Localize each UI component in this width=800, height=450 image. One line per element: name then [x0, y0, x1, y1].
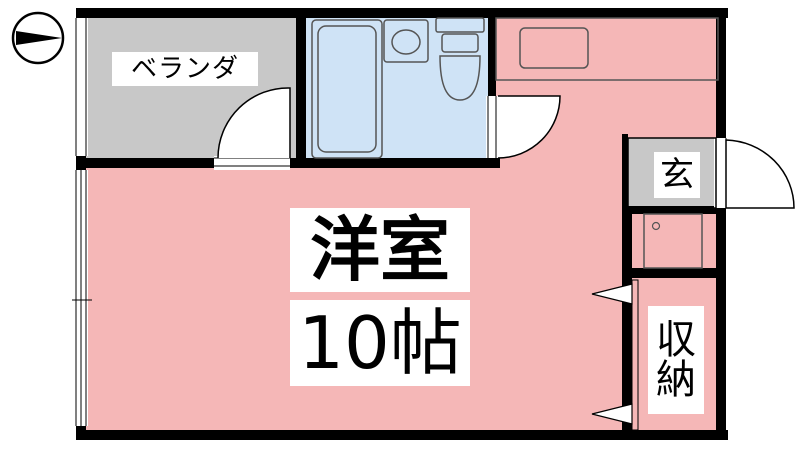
- storage-label: 収 納: [648, 306, 704, 414]
- entrance-door: [714, 138, 795, 209]
- left-window: [72, 170, 92, 426]
- bathtub-icon: [311, 19, 383, 159]
- storage-label-top: 収: [656, 317, 696, 363]
- veranda-door: [214, 87, 291, 170]
- storage-inner-wall: [631, 279, 639, 431]
- north-arrow-icon: [11, 11, 65, 65]
- genkan-outline: [627, 137, 717, 209]
- veranda-label: ベランダ: [112, 52, 258, 86]
- shoe-cabinet: [643, 213, 703, 269]
- veranda-window: [74, 18, 88, 156]
- bathroom-door: [486, 95, 561, 159]
- washbasin-icon: [383, 19, 429, 63]
- toilet-icon: [435, 17, 485, 101]
- genkan-label: 玄: [654, 152, 700, 198]
- kitchen-counter: [495, 17, 719, 81]
- main-room-size: 10帖: [290, 300, 470, 386]
- main-room-name: 洋室: [290, 208, 470, 292]
- storage-label-bottom: 納: [656, 357, 696, 403]
